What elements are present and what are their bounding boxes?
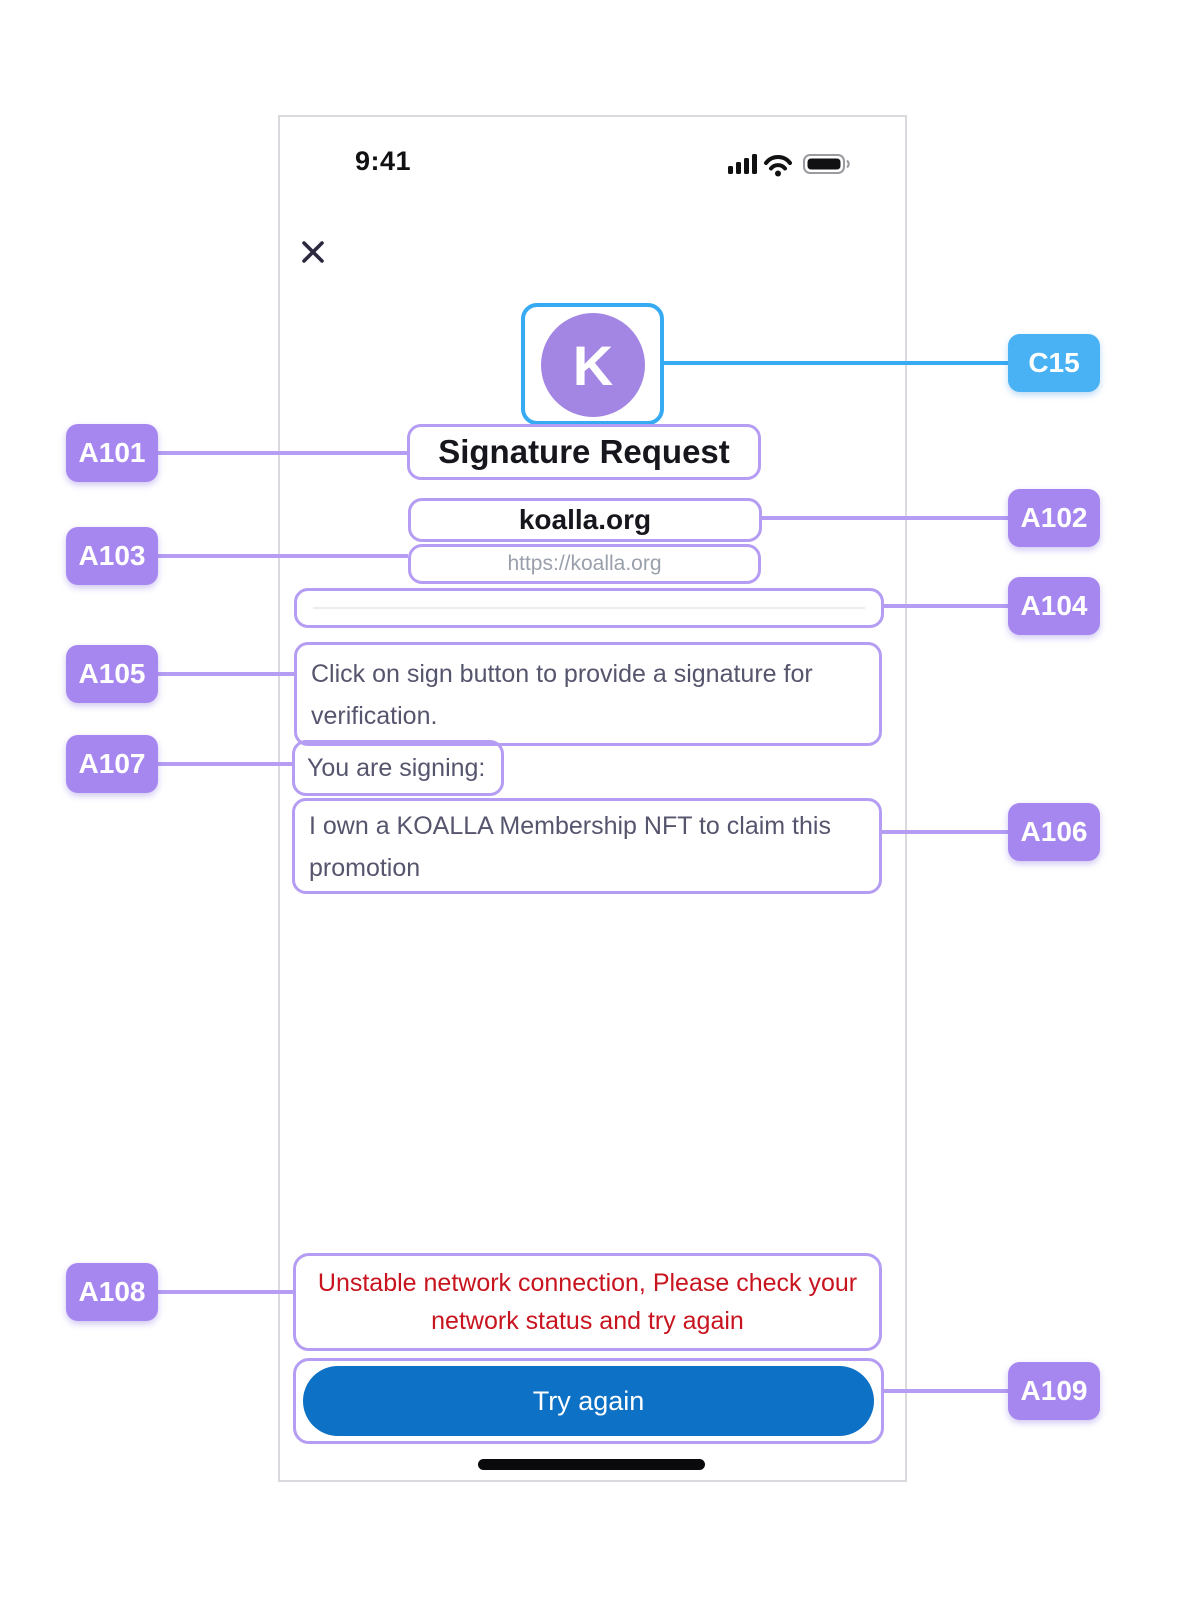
- battery-icon: [803, 154, 850, 174]
- connector-a105: [156, 672, 294, 676]
- instruction-highlight: Click on sign button to provide a signat…: [294, 642, 882, 746]
- annotation-label-a101: A101: [66, 424, 158, 482]
- signing-message-highlight: I own a KOALLA Membership NFT to claim t…: [292, 798, 882, 894]
- annotation-label-c15: C15: [1008, 334, 1100, 392]
- error-message: Unstable network connection, Please chec…: [317, 1269, 858, 1297]
- connector-a109: [884, 1389, 1008, 1393]
- annotation-label-a102: A102: [1008, 489, 1100, 547]
- status-bar-time: 9:41: [355, 146, 412, 176]
- instruction-text: Click on sign button to provide a signat…: [311, 660, 813, 688]
- signing-label: You are signing:: [307, 754, 486, 782]
- divider-highlight: [294, 588, 884, 628]
- annotation-label-a103: A103: [66, 527, 158, 585]
- dapp-avatar: K: [541, 313, 645, 417]
- site-name: koalla.org: [518, 504, 652, 535]
- connector-a101: [156, 451, 407, 455]
- avatar-initial: K: [572, 333, 614, 397]
- site-url: https://koalla.org: [507, 552, 662, 575]
- signing-message: I own a KOALLA Membership NFT to claim t…: [309, 812, 831, 840]
- signing-message: promotion: [309, 854, 421, 882]
- connector-a103: [156, 554, 408, 558]
- close-icon[interactable]: [299, 238, 327, 266]
- signal-icon: [728, 154, 757, 174]
- annotation-label-a108: A108: [66, 1263, 158, 1321]
- try-again-button[interactable]: Try again: [303, 1366, 874, 1436]
- connector-a108: [156, 1290, 293, 1294]
- instruction-text: verification.: [311, 702, 438, 730]
- title-highlight: Signature Request: [407, 424, 761, 480]
- annotation-label-a106: A106: [1008, 803, 1100, 861]
- site-url-highlight: https://koalla.org: [408, 544, 761, 584]
- status-bar-icons: [728, 154, 850, 177]
- site-name-highlight: koalla.org: [408, 498, 762, 542]
- error-message-highlight: Unstable network connection, Please chec…: [293, 1253, 882, 1351]
- connector-a102: [762, 516, 1008, 520]
- annotation-label-a109: A109: [1008, 1362, 1100, 1420]
- home-indicator[interactable]: [478, 1459, 705, 1470]
- signing-label-highlight: You are signing:: [292, 740, 504, 796]
- connector-a107: [156, 762, 292, 766]
- divider: [313, 607, 865, 609]
- annotation-label-a104: A104: [1008, 577, 1100, 635]
- annotation-label-a105: A105: [66, 645, 158, 703]
- connector-a104: [884, 604, 1008, 608]
- page-title: Signature Request: [438, 433, 730, 470]
- error-message: network status and try again: [431, 1307, 744, 1335]
- annotation-label-a107: A107: [66, 735, 158, 793]
- connector-a106: [882, 830, 1008, 834]
- dapp-avatar-highlight: K: [521, 303, 664, 425]
- try-again-label: Try again: [532, 1385, 645, 1416]
- wifi-icon: [764, 155, 792, 177]
- try-again-highlight: [293, 1358, 884, 1444]
- connector-c15: [664, 361, 1008, 365]
